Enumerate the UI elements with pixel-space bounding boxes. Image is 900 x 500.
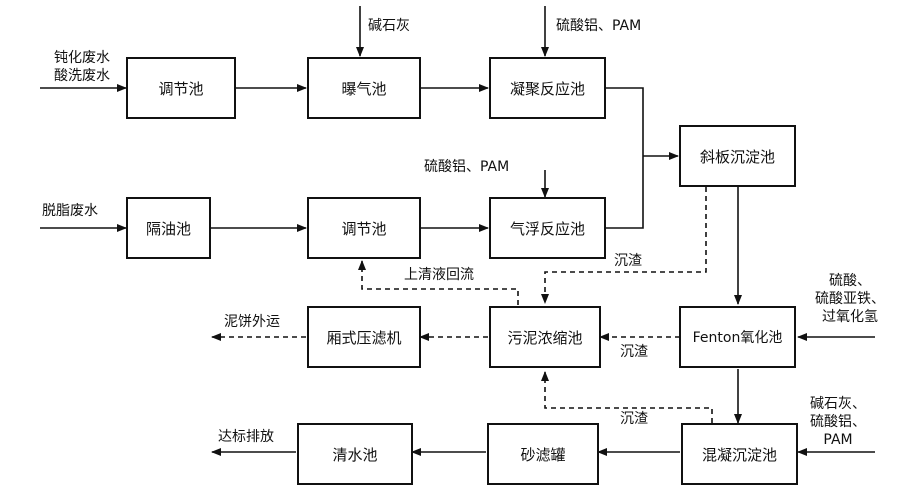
label-bottom-reagent-3: PAM [823,432,853,448]
label-sludge-fenton: 沉渣 [620,344,648,360]
box-mixed-settler: 混凝沉淀池 [681,423,798,485]
dashed-settler-sludge [541,187,707,304]
label-fenton-reagent-1: 硫酸、 [829,273,871,289]
label-bottom-reagent-2: 硫酸铝、 [810,414,866,430]
box-sludge-thickener: 污泥浓缩池 [489,306,601,368]
box-filter-press: 厢式压滤机 [307,306,421,368]
label-alum-pam-top: 硫酸铝、PAM [556,18,642,34]
label-sludge-mixed: 沉渣 [620,411,648,427]
box-fenton-tank: Fenton氧化池 [679,306,796,368]
line-coag-to-merge [605,87,644,156]
label-discharge: 达标排放 [218,429,274,445]
box-sand-filter: 砂滤罐 [487,423,599,485]
label-bottom-reagents: 碱石灰、 硫酸铝、 PAM [790,395,886,449]
box-inclined-settler: 斜板沉淀池 [679,125,796,187]
label-lime-top: 碱石灰 [368,18,410,34]
label-fenton-reagents: 硫酸、 硫酸亚铁、 过氧化氢 [802,272,898,326]
label-sludge-settler: 沉渣 [614,253,642,269]
label-bottom-reagent-1: 碱石灰、 [810,396,866,412]
box-aeration-tank: 曝气池 [307,57,421,119]
box-regulating-tank-2: 调节池 [307,197,421,259]
label-passivation-wastewater: 钝化废水 酸洗废水 [34,49,110,85]
box-flotation-tank: 气浮反应池 [489,197,606,259]
label-fenton-reagent-2: 硫酸亚铁、 [815,291,885,307]
label-passivation-line2: 酸洗废水 [54,68,110,84]
box-oil-separator: 隔油池 [126,197,211,259]
dashed-supernatant-return [358,260,519,305]
label-passivation-line1: 钝化废水 [54,50,110,66]
label-degreasing-wastewater: 脱脂废水 [42,203,98,219]
label-cake-out: 泥饼外运 [224,314,280,330]
box-regulating-tank-1: 调节池 [126,57,236,119]
box-coagulation-tank: 凝聚反应池 [489,57,606,119]
label-supernatant-return: 上清液回流 [404,267,474,283]
label-alum-pam-mid: 硫酸铝、PAM [424,159,510,175]
box-clear-water-tank: 清水池 [297,423,413,485]
label-fenton-reagent-3: 过氧化氢 [822,309,878,325]
line-flotation-to-merge [605,156,644,229]
dashed-mixed-sludge [541,371,713,423]
